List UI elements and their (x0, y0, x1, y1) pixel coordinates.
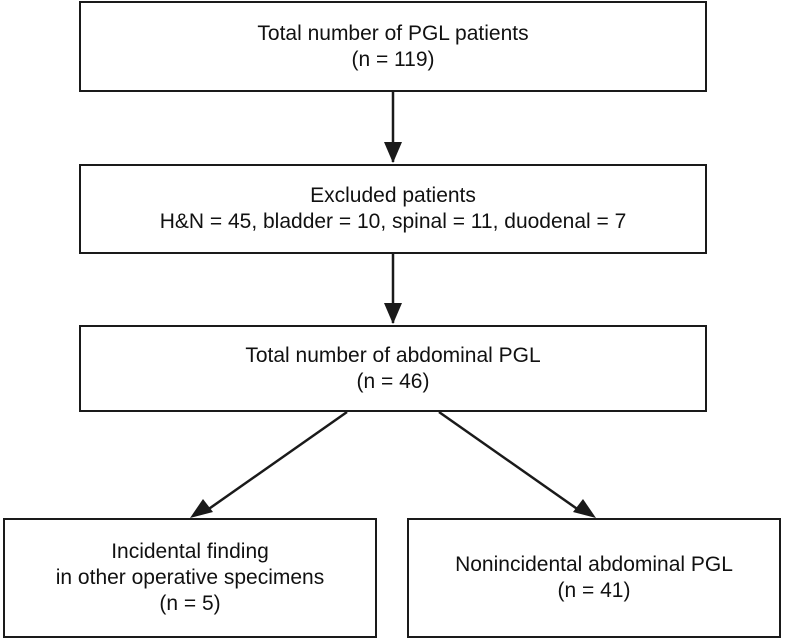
excluded-patients-label: Excluded patients (310, 184, 476, 207)
total-patients-count: (n = 119) (351, 47, 435, 71)
incidental-finding-detail: in other operative specimens (55, 566, 325, 589)
nonincidental-pgl-label: Nonincidental abdominal PGL (455, 553, 733, 576)
arrowhead-abdominal-to-nonincidental (573, 499, 596, 518)
total-patients-box: Total number of PGL patients (n = 119) (79, 1, 707, 92)
total-patients-label: Total number of PGL patients (257, 21, 529, 45)
excluded-patients-breakdown: H&N = 45, bladder = 10, spinal = 11, duo… (159, 210, 627, 233)
incidental-finding-box: Incidental finding in other operative sp… (3, 518, 377, 638)
nonincidental-pgl-box: Nonincidental abdominal PGL (n = 41) (407, 518, 781, 638)
arrowhead-total-to-excluded (384, 142, 402, 163)
incidental-finding-count: (n = 5) (159, 592, 221, 615)
arrowhead-abdominal-to-incidental (190, 499, 213, 518)
arrow-abdominal-to-incidental (202, 410, 348, 515)
nonincidental-pgl-count: (n = 41) (557, 579, 631, 602)
excluded-patients-box: Excluded patients H&N = 45, bladder = 10… (79, 164, 707, 254)
arrow-abdominal-to-nonincidental (438, 410, 584, 515)
abdominal-pgl-label: Total number of abdominal PGL (245, 343, 541, 367)
incidental-finding-label: Incidental finding (111, 540, 269, 563)
abdominal-pgl-count: (n = 46) (356, 369, 430, 393)
abdominal-pgl-box: Total number of abdominal PGL (n = 46) (79, 325, 707, 412)
arrowhead-excluded-to-abdominal (384, 303, 402, 324)
